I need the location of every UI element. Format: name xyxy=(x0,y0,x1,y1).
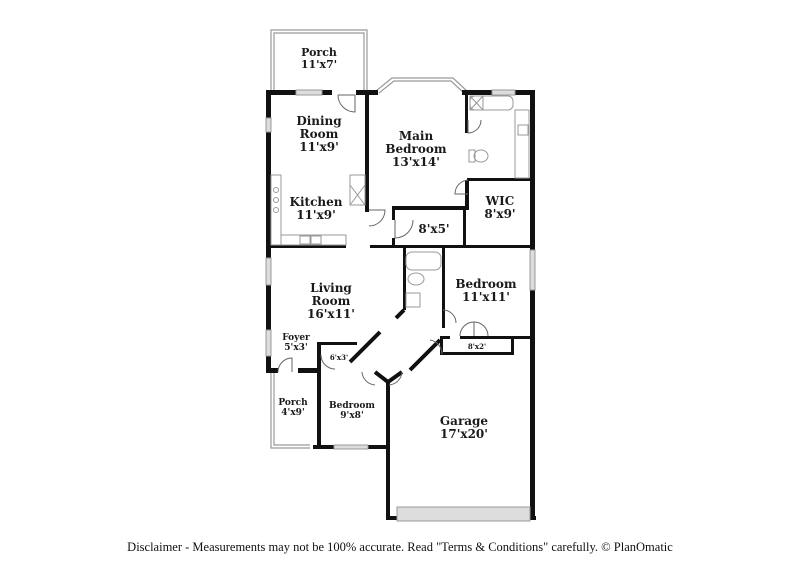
bedroom-2-name: Bedroom xyxy=(455,277,516,291)
wic-size: 8'x9' xyxy=(484,207,515,221)
kitchen-name: Kitchen xyxy=(290,195,343,209)
garage-size: 17'x20' xyxy=(440,427,488,441)
porch-top-outline xyxy=(270,29,368,91)
living-size: 16'x11' xyxy=(307,307,355,321)
foyer-name: Foyer xyxy=(282,333,310,343)
bedroom-3-name: Bedroom xyxy=(329,401,375,411)
main-bedroom-size: 13'x14' xyxy=(392,155,440,169)
doors xyxy=(277,94,489,386)
living-name-1: Living xyxy=(310,281,352,295)
diagonal-walls xyxy=(348,308,442,384)
wic-name: WIC xyxy=(485,194,515,208)
disclaimer-text: Disclaimer - Measurements may not be 100… xyxy=(127,540,673,554)
bay-window xyxy=(375,77,468,94)
garage-name: Garage xyxy=(440,414,489,428)
porch-top-name: Porch xyxy=(301,46,337,59)
porch-front-outline xyxy=(270,372,310,449)
bedroom-3-size: 9'x8' xyxy=(340,411,363,421)
dining-name-1: Dining xyxy=(296,114,342,128)
kitchen-size: 11'x9' xyxy=(296,208,336,222)
bedroom-2-size: 11'x11' xyxy=(462,290,510,304)
porch-front-size: 4'x9' xyxy=(281,408,304,418)
dining-size: 11'x9' xyxy=(299,140,339,154)
main-bedroom-name-1: Main xyxy=(399,129,434,143)
main-bedroom-name-2: Bedroom xyxy=(385,142,446,156)
closet-8x5-size: 8'x5' xyxy=(418,222,449,236)
closet-8x2-size: 8'x2' xyxy=(468,342,486,351)
closet-6x3-size: 6'x3' xyxy=(330,353,348,362)
fixtures xyxy=(270,95,530,308)
windows xyxy=(265,89,536,522)
porch-front-name: Porch xyxy=(278,398,308,408)
foyer-size: 5'x3' xyxy=(284,343,307,353)
dining-name-2: Room xyxy=(300,127,339,141)
porch-top-size: 11'x7' xyxy=(301,58,337,71)
room-labels: Porch 11'x7' Dining Room 11'x9' Main Bed… xyxy=(278,46,517,441)
living-name-2: Room xyxy=(312,294,351,308)
